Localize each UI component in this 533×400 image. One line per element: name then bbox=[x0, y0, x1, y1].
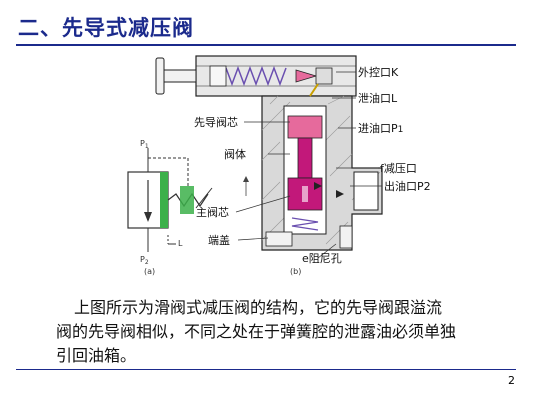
main-spool-top bbox=[287, 115, 323, 139]
description-line-2: 阀的先导阀相似，不同之处在于弹簧腔的泄露油必须单独 bbox=[56, 322, 457, 341]
symbol-green-side bbox=[160, 172, 168, 228]
drain-passage bbox=[309, 83, 319, 97]
symbol-label-p2: P2 bbox=[140, 255, 149, 266]
page-number: 2 bbox=[508, 374, 515, 387]
label-outlet-port: 出油口P2 bbox=[384, 179, 431, 193]
slide-title: 二、先导式减压阀 bbox=[18, 16, 194, 40]
label-external-control-port: 外控口K bbox=[358, 65, 399, 79]
title-underline bbox=[16, 44, 516, 46]
label-drain-port: 泄油口L bbox=[358, 91, 398, 105]
bottom-rule bbox=[16, 369, 516, 370]
symbol-flow-arrow bbox=[144, 212, 152, 222]
end-plug bbox=[339, 225, 353, 249]
symbol-label-p1: P1 bbox=[140, 139, 149, 150]
label-pilot-spool: 先导阀芯 bbox=[194, 115, 238, 129]
adjust-screw bbox=[161, 69, 197, 83]
description-text: 上图所示为滑阀式减压阀的结构，它的先导阀跟溢流 阀的先导阀相似，不同之处在于弹簧… bbox=[56, 296, 496, 368]
description-line-1: 上图所示为滑阀式减压阀的结构，它的先导阀跟溢流 bbox=[74, 298, 443, 317]
leader-lines bbox=[235, 71, 382, 259]
main-spring bbox=[291, 217, 319, 231]
valve-figure: P1 P2 L (a) bbox=[127, 55, 431, 276]
end-cap bbox=[265, 231, 293, 247]
label-end-cap: 端盖 bbox=[208, 233, 230, 247]
symbol-label-l: L bbox=[178, 239, 183, 248]
caption-b: (b) bbox=[290, 267, 301, 276]
valve-symbol: P1 P2 L (a) bbox=[127, 139, 213, 276]
main-spool-stem bbox=[297, 137, 313, 179]
label-valve-body: 阀体 bbox=[224, 147, 246, 161]
label-inlet-port: 进油口P1 bbox=[358, 121, 403, 135]
label-damping-hole: e阻尼孔 bbox=[302, 252, 342, 265]
outlet-port bbox=[353, 171, 379, 211]
pilot-poppet bbox=[295, 69, 318, 83]
flow-arrow-outlet bbox=[336, 190, 344, 198]
pilot-spring bbox=[225, 65, 287, 87]
description-line-3: 引回油箱。 bbox=[56, 346, 137, 365]
label-reducing-port: f减压口 bbox=[380, 162, 417, 175]
caption-a: (a) bbox=[144, 267, 155, 276]
label-main-spool: 主阀芯 bbox=[196, 205, 229, 219]
flow-arrow-inlet bbox=[314, 182, 322, 190]
valve-cross-section: (b) bbox=[155, 55, 383, 276]
adjust-knob bbox=[155, 57, 165, 95]
symbol-pilot-box bbox=[180, 186, 194, 214]
